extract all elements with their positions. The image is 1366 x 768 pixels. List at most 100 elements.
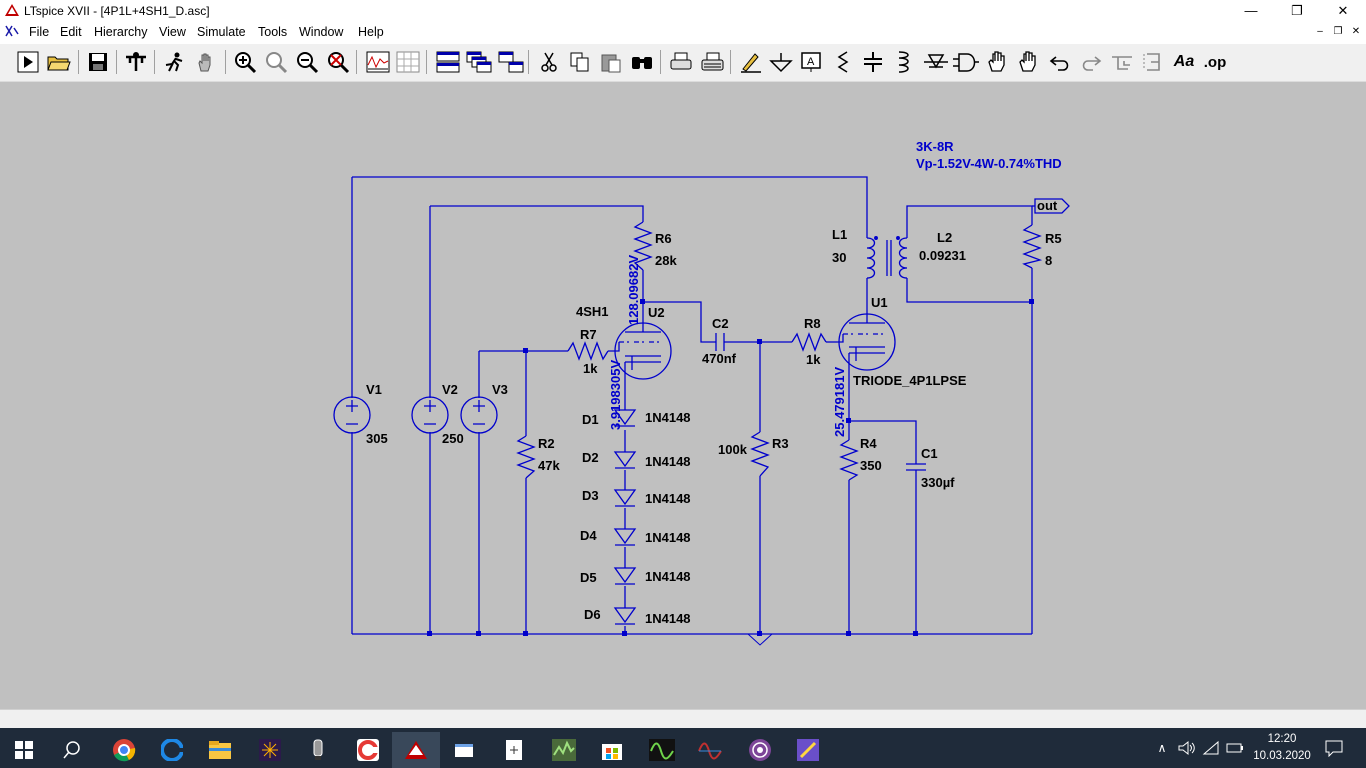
print-setup-icon[interactable] [698, 48, 726, 76]
component-icon[interactable] [952, 48, 980, 76]
c1-name[interactable]: C1 [921, 446, 938, 461]
resistor-icon[interactable] [829, 48, 857, 76]
r7-name[interactable]: R7 [580, 327, 597, 342]
v1-value[interactable]: 305 [366, 431, 388, 446]
menu-help[interactable]: Help [358, 25, 384, 39]
l2-name[interactable]: L2 [937, 230, 952, 245]
label-net-icon[interactable]: A [797, 48, 825, 76]
app-icon-2[interactable] [440, 732, 488, 768]
d4-value[interactable]: 1N4148 [645, 530, 691, 545]
tube-app-icon[interactable] [294, 732, 342, 768]
out-label[interactable]: out [1037, 198, 1058, 213]
app-icon-3[interactable] [490, 732, 538, 768]
d5-name[interactable]: D5 [580, 570, 597, 585]
r5-name[interactable]: R5 [1045, 231, 1062, 246]
maximize-button[interactable]: ❐ [1291, 3, 1303, 18]
d2-name[interactable]: D2 [582, 450, 599, 465]
text-icon[interactable]: Aa [1173, 53, 1195, 70]
hand-icon[interactable] [192, 48, 220, 76]
pan-run-icon[interactable] [160, 48, 188, 76]
c2-value[interactable]: 470nf [702, 351, 737, 366]
volume-icon[interactable] [1176, 728, 1198, 768]
tor-icon[interactable] [736, 732, 784, 768]
r4-value[interactable]: 350 [860, 458, 882, 473]
minimize-button[interactable]: — [1244, 3, 1258, 18]
d1-value[interactable]: 1N4148 [645, 410, 691, 425]
print-icon[interactable] [667, 48, 695, 76]
inductor-icon[interactable] [890, 48, 918, 76]
menu-edit[interactable]: Edit [60, 25, 82, 39]
move-icon[interactable] [984, 48, 1012, 76]
u2-model[interactable]: 4SH1 [576, 304, 609, 319]
menu-file[interactable]: File [29, 25, 50, 39]
capacitor-icon[interactable] [859, 48, 887, 76]
tile-vertical-icon[interactable] [497, 48, 525, 76]
oscilloscope-icon[interactable] [638, 732, 686, 768]
d3-value[interactable]: 1N4148 [645, 491, 691, 506]
search-icon[interactable] [48, 732, 96, 768]
menu-simulate[interactable]: Simulate [197, 25, 246, 39]
open-icon[interactable] [45, 48, 73, 76]
rotate-icon[interactable] [1108, 48, 1136, 76]
diode-icon[interactable] [922, 48, 950, 76]
r5-value[interactable]: 8 [1045, 253, 1052, 268]
r3-value[interactable]: 100k [718, 442, 748, 457]
r2-name[interactable]: R2 [538, 436, 555, 451]
l1-name[interactable]: L1 [832, 227, 847, 242]
wifi-icon[interactable] [1200, 728, 1222, 768]
chart-app-icon[interactable] [540, 732, 588, 768]
tile-horizontal-icon[interactable] [434, 48, 462, 76]
undo-icon[interactable] [1046, 48, 1074, 76]
spice-directive-icon[interactable]: .op [1203, 53, 1227, 71]
r6-name[interactable]: R6 [655, 231, 672, 246]
schematic-canvas[interactable]: 3K-8R Vp-1.52V-4W-0.74%THD out V1 305 V2… [0, 82, 1366, 709]
copy-icon[interactable] [566, 48, 594, 76]
menu-view[interactable]: View [159, 25, 186, 39]
menu-hierarchy[interactable]: Hierarchy [94, 25, 148, 39]
u1-model[interactable]: TRIODE_4P1LPSE [853, 373, 967, 388]
d5-value[interactable]: 1N4148 [645, 569, 691, 584]
mdi-restore-button[interactable]: ❐ [1333, 26, 1343, 37]
clock[interactable]: 12:20 10.03.2020 [1244, 731, 1320, 765]
chrome-icon[interactable] [100, 732, 148, 768]
wave-app-icon[interactable] [686, 732, 734, 768]
v2-name[interactable]: V2 [442, 382, 458, 397]
find-icon[interactable] [628, 48, 656, 76]
d2-value[interactable]: 1N4148 [645, 454, 691, 469]
cascade-icon[interactable] [465, 48, 493, 76]
mdi-minimize-button[interactable]: – [1317, 26, 1323, 37]
drag-icon[interactable] [1015, 48, 1043, 76]
document-icon[interactable] [4, 24, 20, 41]
u2-name[interactable]: U2 [648, 305, 665, 320]
waveform-icon[interactable] [364, 48, 392, 76]
zoom-area-icon[interactable] [262, 48, 290, 76]
l2-value[interactable]: 0.09231 [919, 248, 966, 263]
d6-name[interactable]: D6 [584, 607, 601, 622]
notifications-icon[interactable] [1320, 728, 1348, 768]
edge-icon[interactable] [148, 732, 196, 768]
menu-tools[interactable]: Tools [258, 25, 288, 39]
zoom-in-icon[interactable] [231, 48, 259, 76]
c2-name[interactable]: C2 [712, 316, 729, 331]
r8-name[interactable]: R8 [804, 316, 821, 331]
d6-value[interactable]: 1N4148 [645, 611, 691, 626]
zoom-fit-icon[interactable] [324, 48, 352, 76]
start-icon[interactable] [0, 732, 48, 768]
close-button[interactable]: ✕ [1337, 3, 1349, 18]
v1-name[interactable]: V1 [366, 382, 382, 397]
r4-name[interactable]: R4 [860, 436, 877, 451]
app-icon-1[interactable] [246, 732, 294, 768]
d4-name[interactable]: D4 [580, 528, 597, 543]
zoom-out-icon[interactable] [293, 48, 321, 76]
r2-value[interactable]: 47k [538, 458, 560, 473]
draw-wire-icon[interactable] [737, 48, 765, 76]
mdi-close-button[interactable]: ✕ [1351, 26, 1361, 37]
save-icon[interactable] [84, 48, 112, 76]
paste-icon[interactable] [597, 48, 625, 76]
explorer-icon[interactable] [196, 732, 244, 768]
store-icon[interactable] [588, 732, 636, 768]
r7-value[interactable]: 1k [583, 361, 598, 376]
d3-name[interactable]: D3 [582, 488, 599, 503]
run-icon[interactable] [14, 48, 42, 76]
r6-value[interactable]: 28k [655, 253, 677, 268]
